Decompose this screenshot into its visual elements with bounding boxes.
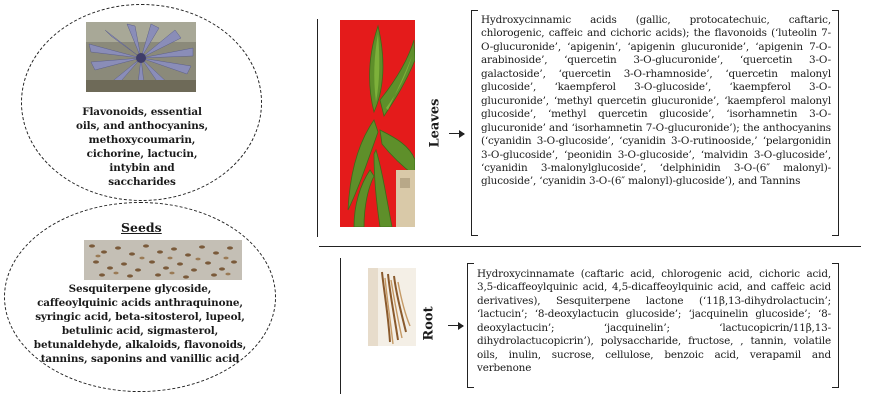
seeds-compounds-text: Sesquiterpene glycoside, caffeoylquinic …	[33, 283, 247, 365]
flower-ellipse	[21, 4, 262, 201]
root-label: Root	[421, 306, 437, 341]
divider-vertical-top	[317, 19, 319, 237]
leaves-bracket-right	[832, 10, 839, 236]
leaves-compounds-text: Hydroxycinnamic acids (gallic, protocate…	[481, 14, 831, 188]
leaves-arrow	[449, 128, 465, 139]
divider-vertical-bottom	[340, 258, 342, 394]
root-bracket-right	[832, 263, 839, 388]
divider-horizontal	[319, 246, 861, 248]
leaves-image	[340, 20, 415, 227]
root-image	[368, 268, 416, 346]
chicory-flower-image	[86, 22, 196, 92]
root-arrow	[448, 320, 464, 331]
leaves-label: Leaves	[427, 98, 443, 148]
seeds-title: Seeds	[121, 220, 162, 235]
root-compounds-text: Hydroxycinnamate (caftaric acid, chlorog…	[477, 268, 831, 375]
seeds-ellipse	[4, 202, 276, 392]
root-bracket-left	[467, 263, 474, 388]
flower-compounds-text: Flavonoids, essential oils, and anthocya…	[76, 106, 208, 188]
seeds-image	[84, 240, 242, 280]
leaves-bracket-left	[471, 10, 478, 236]
